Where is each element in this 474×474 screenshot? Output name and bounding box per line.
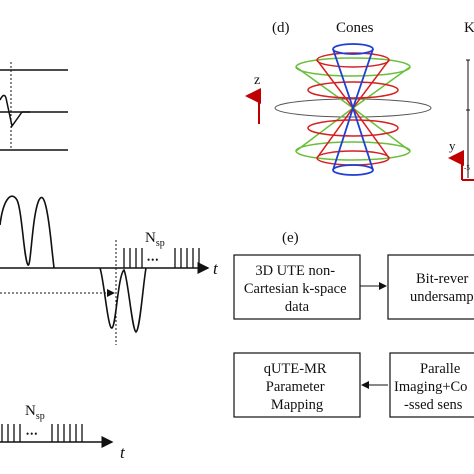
red-cones [307,52,399,166]
nsp-label-1: Nsp [145,230,165,249]
right-partial-axes: y -5 [448,59,474,181]
box-ute-data [233,254,361,320]
rf-pulse-train-2 [1,424,83,442]
nsp-label-2: Nsp [25,403,45,422]
green-cones [295,57,411,161]
panel-e-label: (e) [282,230,299,246]
middle-waveform: t Nsp ••• [0,195,219,345]
box-bit-reversed-text: Bit-rever undersamp [410,271,474,305]
panel-d-title-right: K [464,20,474,36]
panel-d: (d) Cones K z [245,20,474,181]
box-parallel-imaging [389,352,474,418]
box-ute-data-text: 3D UTE non- Cartesian k-space data [244,263,350,315]
panel-d-title: Cones [336,20,374,36]
box-parallel-imaging-text: Paralle Imaging+Co -ssed sens [394,361,471,413]
positive-lobes [0,195,55,269]
time-label-2: t [120,443,126,462]
blue-cones [332,43,374,176]
box-bit-reversed [387,254,474,320]
panel-d-label: (d) [272,20,290,36]
top-left-partial-panel [0,62,68,151]
bottom-waveform: t Nsp ••• [0,403,126,462]
ellipsis-1: ••• [147,255,159,265]
ellipsis-2: ••• [26,429,38,439]
box-qute-mapping [233,352,361,418]
negative-lobes [99,267,147,333]
time-label-1: t [213,259,219,278]
axis-x-partial: -5 [464,164,470,172]
axis-z-label: z [254,73,260,88]
panel-e: (e) 3D UTE non- Cartesian k-space data B… [233,230,474,418]
axis-y-label: y [449,138,456,153]
equatorial-disc [274,98,432,118]
rf-pulse-train-1 [123,248,200,268]
box-qute-mapping-text: qUTE-MR Parameter Mapping [264,361,330,413]
